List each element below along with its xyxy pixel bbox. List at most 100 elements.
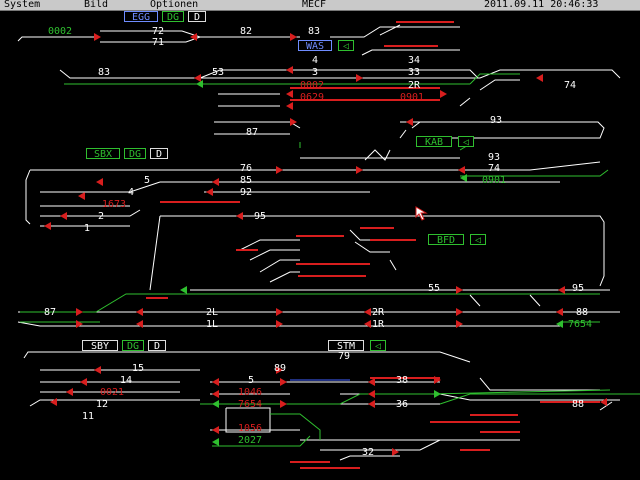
track-label[interactable]: 95 [572, 283, 585, 294]
signal[interactable] [212, 390, 219, 398]
signal[interactable] [196, 80, 203, 88]
signal[interactable] [392, 448, 399, 456]
signal[interactable] [286, 102, 293, 110]
track-label[interactable]: 1046 [238, 387, 263, 398]
track-label[interactable]: 53 [212, 67, 225, 78]
signal[interactable] [276, 166, 283, 174]
signal[interactable] [136, 320, 143, 328]
signal[interactable] [456, 286, 463, 294]
signal[interactable] [434, 390, 441, 398]
signal[interactable] [440, 90, 447, 98]
signal[interactable] [356, 74, 363, 82]
signal[interactable] [236, 212, 243, 220]
signal[interactable] [44, 222, 51, 230]
signal[interactable] [556, 320, 563, 328]
signal[interactable] [96, 178, 103, 186]
track-label[interactable]: 74 [488, 163, 501, 174]
signal[interactable] [78, 192, 85, 200]
signal[interactable] [212, 438, 219, 446]
panel-sbx-d[interactable]: D [150, 148, 168, 160]
track-label[interactable]: 95 [254, 211, 267, 222]
track-label[interactable]: 89 [274, 363, 287, 374]
track-label[interactable]: 2R [408, 80, 421, 91]
signal[interactable] [290, 118, 297, 126]
track-label[interactable]: 3 [312, 67, 319, 78]
signal[interactable] [368, 390, 375, 398]
track-label[interactable]: 7654 [238, 399, 263, 410]
panel-bfd[interactable]: BFD [428, 234, 464, 246]
panel-egg[interactable]: EGG [124, 11, 158, 23]
signal[interactable] [206, 188, 213, 196]
panel-sbx[interactable]: SBX [86, 148, 120, 160]
track-label[interactable]: 55 [428, 283, 441, 294]
track-label[interactable]: 15 [132, 363, 145, 374]
panel-egg-dg[interactable]: DG [162, 11, 184, 23]
signal[interactable] [536, 74, 543, 82]
signal[interactable] [212, 426, 219, 434]
panel-sby-d[interactable]: D [148, 340, 166, 352]
panel-sby-dg[interactable]: DG [122, 340, 144, 352]
signal[interactable] [456, 308, 463, 316]
signal[interactable] [290, 33, 297, 41]
signal[interactable] [434, 376, 441, 384]
signal[interactable] [66, 388, 73, 396]
track-label[interactable]: 88 [572, 399, 585, 410]
track-label[interactable]: 92 [240, 187, 253, 198]
panel-stm[interactable]: STM [328, 340, 364, 352]
signal[interactable] [76, 320, 83, 328]
signal[interactable] [356, 166, 363, 174]
signal[interactable] [190, 33, 197, 41]
track-label[interactable]: 34 [408, 55, 421, 66]
track-label[interactable]: 14 [120, 375, 133, 386]
track-label[interactable]: 85 [240, 175, 253, 186]
signal[interactable] [212, 178, 219, 186]
signal[interactable] [76, 308, 83, 316]
track-label[interactable]: 11 [82, 411, 95, 422]
track-label[interactable]: 82 [240, 26, 253, 37]
panel-sby[interactable]: SBY [82, 340, 118, 352]
signal[interactable] [180, 286, 187, 294]
track-label[interactable]: 7654 [568, 319, 593, 330]
track-label[interactable]: 0901 [400, 92, 425, 103]
signal[interactable] [280, 400, 287, 408]
track-label[interactable]: 4 [128, 187, 135, 198]
signal[interactable] [194, 74, 201, 82]
signal[interactable] [460, 174, 467, 182]
panel-was-arrow[interactable]: ◁ [338, 40, 354, 52]
track-label[interactable]: 1673 [102, 199, 127, 210]
track-label[interactable]: 5 [144, 175, 151, 186]
track-label[interactable]: 1L [206, 319, 219, 330]
signal[interactable] [458, 166, 465, 174]
signal[interactable] [456, 320, 463, 328]
track-label[interactable]: 87 [44, 307, 57, 318]
panel-egg-d[interactable]: D [188, 11, 206, 23]
menu-system[interactable]: System [4, 0, 41, 10]
track-label[interactable]: 87 [246, 127, 259, 138]
signal[interactable] [368, 378, 375, 386]
track-label[interactable]: 1R [372, 319, 385, 330]
panel-stm-arrow[interactable]: ◁ [370, 340, 386, 352]
panel-kab-arrow[interactable]: ◁ [458, 136, 474, 148]
track-label[interactable]: 12 [96, 399, 109, 410]
track-label[interactable]: 38 [396, 375, 409, 386]
signal[interactable] [558, 286, 565, 294]
signal[interactable] [80, 378, 87, 386]
track-label[interactable]: 4 [312, 55, 319, 66]
track-label[interactable]: 0901 [482, 175, 507, 186]
signal[interactable] [94, 366, 101, 374]
track-label[interactable]: 2 [98, 211, 105, 222]
track-label[interactable]: 0002 [300, 80, 325, 91]
track-label[interactable]: 88 [576, 307, 589, 318]
panel-sbx-dg[interactable]: DG [124, 148, 146, 160]
track-label[interactable]: 0021 [100, 387, 125, 398]
track-label[interactable]: 74 [564, 80, 577, 91]
track-label[interactable]: 36 [396, 399, 409, 410]
track-label[interactable]: 0629 [300, 92, 325, 103]
track-label[interactable]: 32 [362, 447, 375, 458]
signal[interactable] [212, 378, 219, 386]
track-label[interactable]: 93 [488, 152, 501, 163]
track-label[interactable]: 1056 [238, 423, 263, 434]
signal[interactable] [276, 366, 283, 374]
signal[interactable] [212, 400, 219, 408]
track-label[interactable]: 93 [490, 115, 503, 126]
